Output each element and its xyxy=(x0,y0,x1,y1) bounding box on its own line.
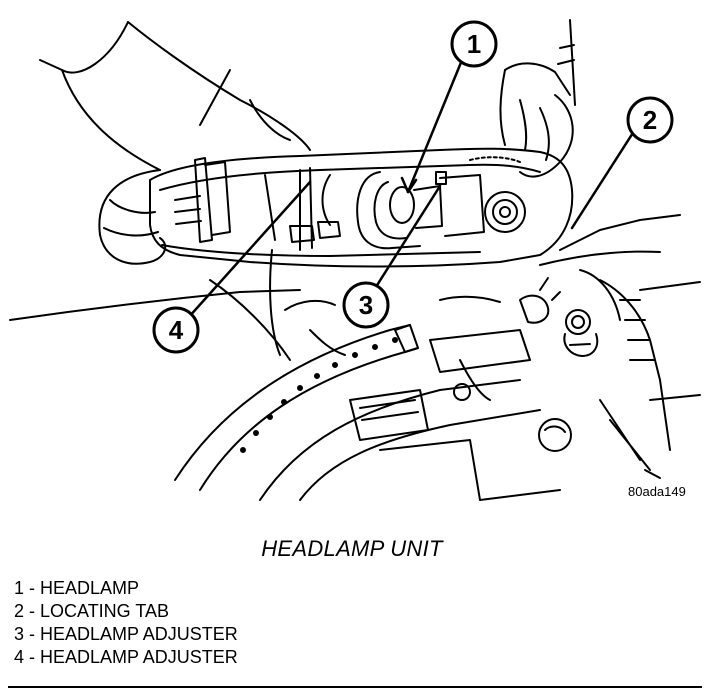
callout-2-number: 2 xyxy=(643,105,657,135)
legend-item: 3 - HEADLAMP ADJUSTER xyxy=(14,624,238,644)
figure-caption: HEADLAMP UNIT xyxy=(261,536,443,561)
leader-line-2 xyxy=(570,126,638,230)
callout-4-number: 4 xyxy=(169,315,184,345)
callout-1: 1 xyxy=(450,20,498,68)
headlamp-illustration: 1 2 3 4 xyxy=(9,19,701,501)
leader-line-4 xyxy=(186,180,312,320)
callout-3-number: 3 xyxy=(359,290,373,320)
right-hand-drawing xyxy=(499,19,576,178)
legend-item: 4 - HEADLAMP ADJUSTER xyxy=(14,647,238,667)
callout-4: 4 xyxy=(152,306,200,354)
bottom-divider xyxy=(8,686,702,688)
callout-3: 3 xyxy=(342,281,390,329)
leader-line-3 xyxy=(372,184,442,292)
leader-line-1 xyxy=(406,58,464,194)
callout-1-number: 1 xyxy=(467,29,481,59)
figure-id: 80ada149 xyxy=(628,484,686,499)
leader-lines xyxy=(186,58,638,320)
left-hand-drawing xyxy=(39,21,311,265)
legend-item: 1 - HEADLAMP xyxy=(14,578,140,598)
callout-2: 2 xyxy=(626,96,674,144)
legend-item: 2 - LOCATING TAB xyxy=(14,601,170,621)
vehicle-body-drawing xyxy=(9,214,701,501)
headlamp-housing-drawing xyxy=(149,147,574,268)
callout-legend: 1 - HEADLAMP 2 - LOCATING TAB 3 - HEADLA… xyxy=(14,577,238,669)
